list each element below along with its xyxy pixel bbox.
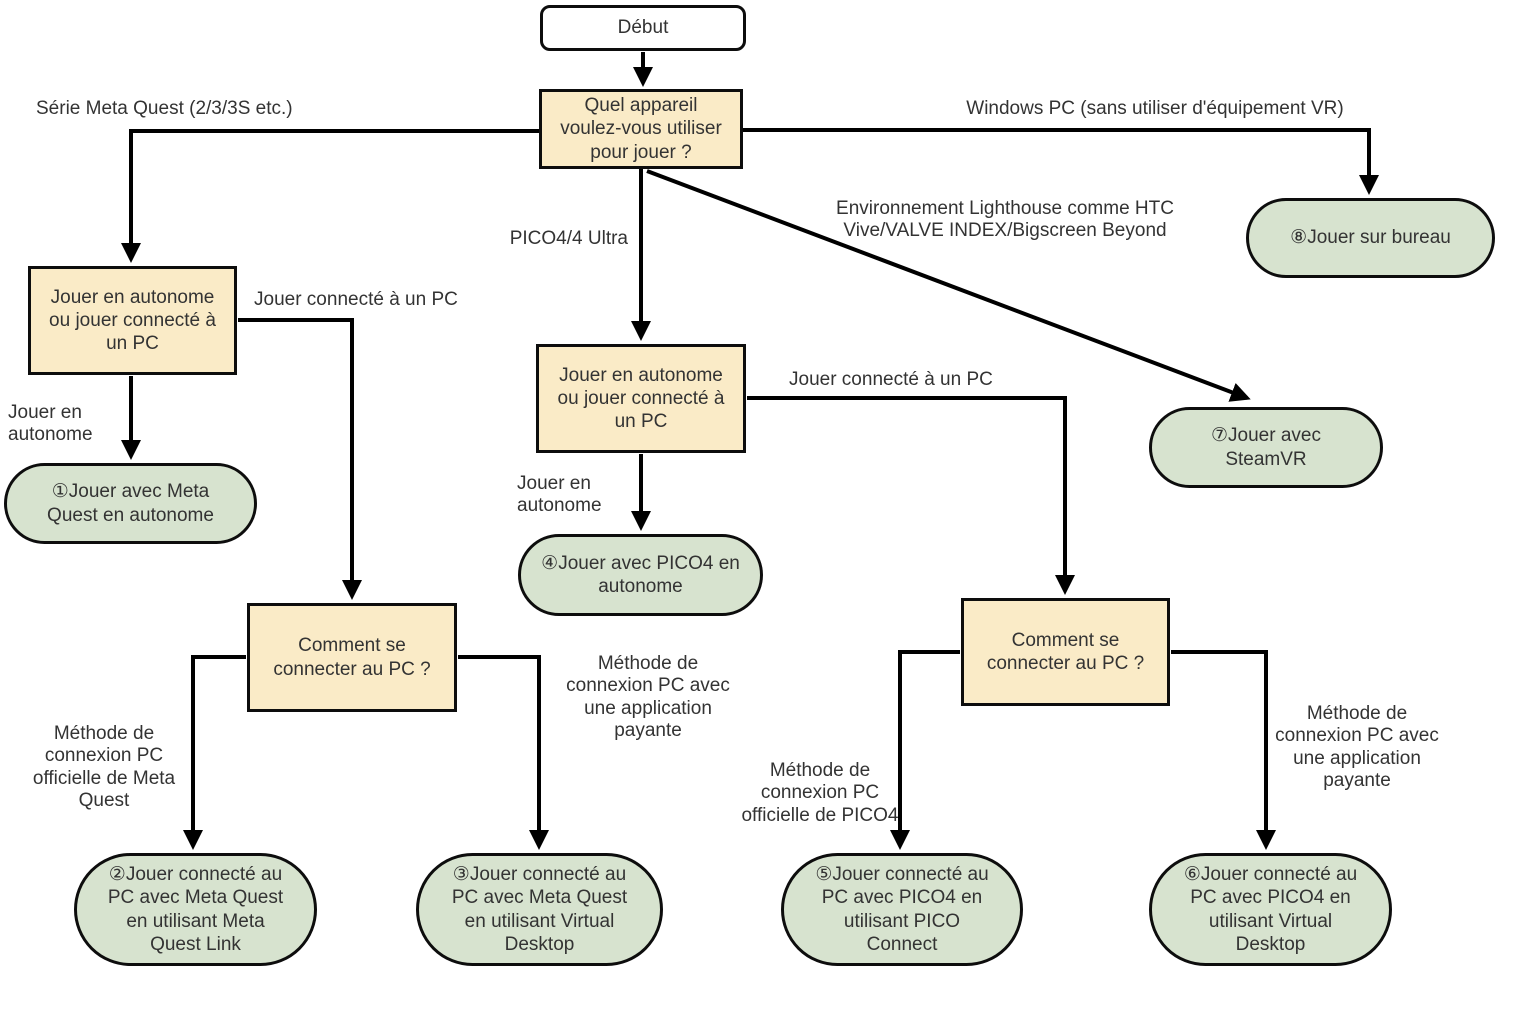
result-6-pico-virtual-desktop: ⑥Jouer connecté au PC avec PICO4 en util…	[1149, 853, 1392, 966]
edge-label-pico-pc: Jouer connecté à un PC	[789, 369, 993, 390]
edge-pico-mode-to-pico-how	[747, 396, 1075, 595]
result-8-desktop: ⑧Jouer sur bureau	[1246, 198, 1495, 278]
node-pico-mode-choice: Jouer en autonome ou jouer connecté à un…	[536, 344, 746, 453]
node-meta-mode-choice: Jouer en autonome ou jouer connecté à un…	[28, 266, 237, 375]
edge-pico-how-to-result6	[1171, 650, 1276, 850]
edge-label-lighthouse: Environnement Lighthouse comme HTC Vive/…	[836, 198, 1174, 242]
edge-meta-how-to-result2	[183, 655, 246, 850]
result-2-meta-quest-link: ②Jouer connecté au PC avec Meta Quest en…	[74, 853, 317, 966]
node-question-device: Quel appareil voulez-vous utiliser pour …	[539, 89, 743, 169]
node-pico-how-connect: Comment se connecter au PC ?	[961, 598, 1170, 706]
edge-question-to-meta-mode	[121, 129, 539, 263]
node-meta-how-connect: Comment se connecter au PC ?	[247, 603, 457, 712]
edge-label-meta-series: Série Meta Quest (2/3/3S etc.)	[36, 98, 293, 119]
edge-question-to-result7	[646, 169, 1251, 402]
edge-label-pico-paid: Méthode de connexion PC avec une applica…	[1275, 703, 1439, 792]
edge-label-meta-standalone: Jouer en autonome	[8, 402, 93, 446]
result-1-meta-quest-standalone: ①Jouer avec Meta Quest en autonome	[4, 463, 257, 544]
edge-label-pico-standalone: Jouer en autonome	[517, 473, 602, 517]
node-start: Début	[540, 5, 746, 51]
result-5-pico-connect: ⑤Jouer connecté au PC avec PICO4 en util…	[781, 853, 1023, 966]
result-7-steamvr: ⑦Jouer avec SteamVR	[1149, 407, 1383, 488]
edge-label-pico-device: PICO4/4 Ultra	[509, 228, 628, 249]
edge-meta-mode-to-meta-how	[238, 318, 362, 600]
result-3-meta-virtual-desktop: ③Jouer connecté au PC avec Meta Quest en…	[416, 853, 663, 966]
edge-label-windows-pc: Windows PC (sans utiliser d'équipement V…	[966, 98, 1344, 119]
edge-question-to-result8	[742, 128, 1379, 195]
edge-label-meta-pc: Jouer connecté à un PC	[254, 289, 458, 310]
edge-meta-how-to-result3	[458, 655, 549, 850]
result-4-pico4-standalone: ④Jouer avec PICO4 en autonome	[518, 534, 763, 616]
edge-label-pico-official: Méthode de connexion PC officielle de PI…	[741, 760, 899, 826]
edge-label-meta-paid: Méthode de connexion PC avec une applica…	[566, 653, 730, 742]
edge-label-meta-official: Méthode de connexion PC officielle de Me…	[32, 723, 176, 812]
edge-pico-how-to-result5	[890, 650, 960, 850]
